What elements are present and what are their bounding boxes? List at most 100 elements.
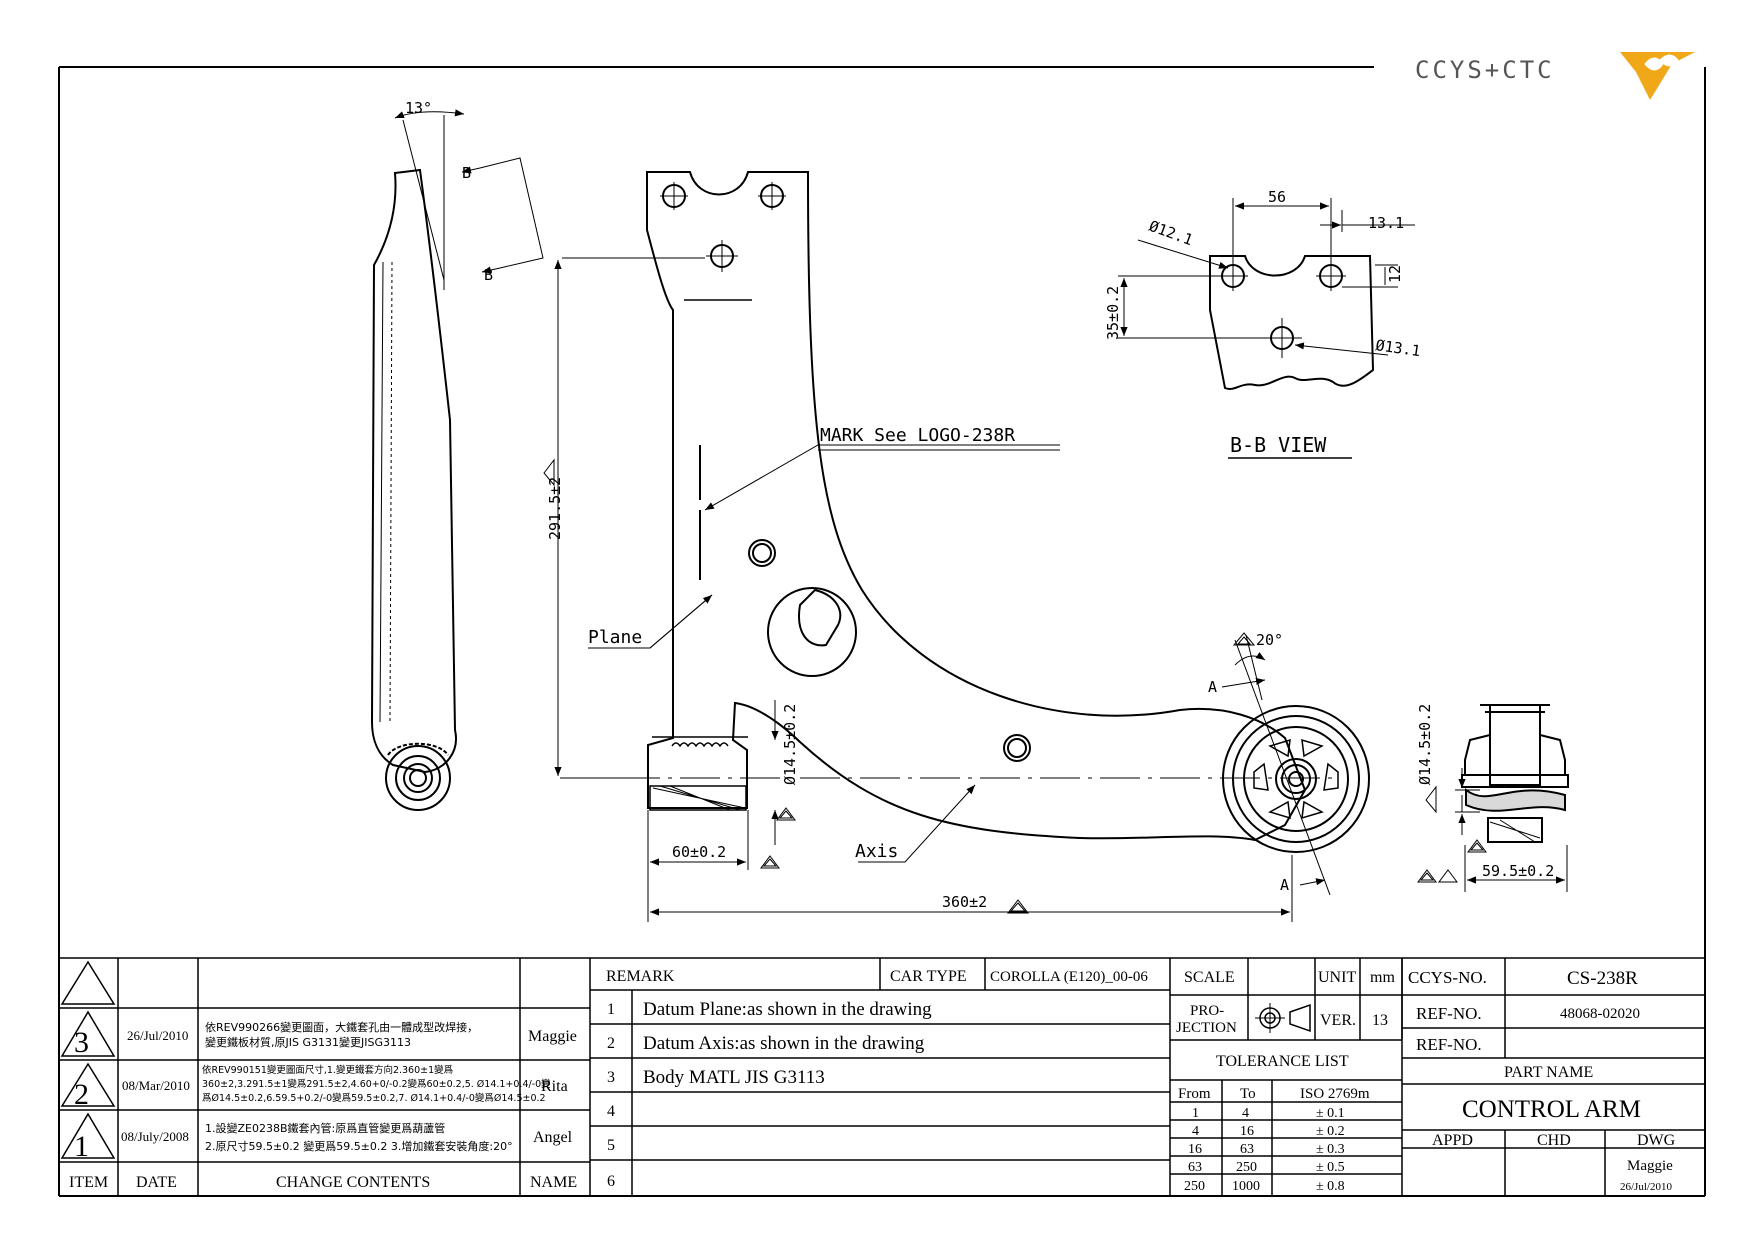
remark-no-2: 2	[607, 1035, 615, 1052]
section-a-bottom-label: A	[1280, 876, 1289, 894]
bb-view-title: B-B VIEW	[1230, 433, 1327, 457]
rev1-line1: 1.設變ZE0238B鐵套內管:原爲直管變更爲葫蘆管	[205, 1121, 445, 1135]
title-block-lines	[59, 957, 1705, 1196]
rev2-line1: 依REV990151變更圖面尺寸,1.變更鐵套方向2.360±1變爲	[202, 1064, 453, 1076]
tol-header-to: To	[1240, 1086, 1256, 1102]
plane-label: Plane	[588, 627, 642, 648]
tol-row3-to: 63	[1240, 1142, 1254, 1157]
dim-360-label: 360±2	[942, 893, 987, 911]
ccys-label: CCYS-NO.	[1408, 968, 1487, 987]
rev1-item: 1	[74, 1130, 89, 1163]
section-a-top-label: A	[1208, 678, 1217, 696]
ref1-label: REF-NO.	[1416, 1004, 1482, 1023]
part-info-block: CCYS-NO. CS-238R REF-NO. 48068-02020 REF…	[1408, 968, 1676, 1193]
angle-20-label: 20°	[1256, 631, 1283, 649]
bb-view	[1209, 255, 1375, 390]
remark-no-3: 3	[607, 1069, 615, 1086]
tol-row2-tol: ± 0.2	[1316, 1124, 1345, 1139]
section-b-bottom-label: B	[484, 266, 493, 284]
tol-row1-to: 4	[1242, 1106, 1249, 1121]
bushing-section-view	[1461, 704, 1569, 843]
rev2-name: Rita	[541, 1078, 568, 1095]
tol-row5-tol: ± 0.8	[1316, 1179, 1345, 1194]
rev3-line2: 變更鐵板材質,原JIS G3131變更JISG3113	[205, 1035, 411, 1049]
company-logo: CCYS+CTC	[1415, 52, 1695, 100]
chd-label: CHD	[1537, 1132, 1571, 1149]
control-arm-front-view	[646, 171, 1370, 853]
car-type-label: CAR TYPE	[890, 968, 967, 985]
tol-row2-to: 16	[1240, 1124, 1254, 1139]
rev-header-contents: CHANGE CONTENTS	[276, 1174, 430, 1191]
tol-row1-from: 1	[1192, 1106, 1199, 1121]
dwg-label: DWG	[1637, 1132, 1676, 1149]
rev1-date: 08/July/2008	[121, 1129, 189, 1144]
ref2-label: REF-NO.	[1416, 1035, 1482, 1054]
dim-291-label: 291.5±2	[546, 477, 564, 540]
logo-text: CCYS+CTC	[1415, 56, 1555, 84]
remark-no-5: 5	[607, 1137, 615, 1154]
logo-mark-icon	[1620, 52, 1695, 100]
projection-line1: PRO-	[1190, 1003, 1224, 1019]
remark-text-2: Datum Axis:as shown in the drawing	[643, 1033, 925, 1054]
ver-label: VER.	[1320, 1012, 1356, 1029]
tol-row4-tol: ± 0.5	[1316, 1160, 1345, 1175]
rev1-line2: 2.原尺寸59.5±0.2 變更爲59.5±0.2 3.增加鐵套安裝角度:20°	[205, 1139, 513, 1153]
bb-dim-35-label: 35±0.2	[1104, 286, 1122, 340]
tolerance-table: TOLERANCE LIST From To ISO 2769m 1 4 ± 0…	[1178, 1053, 1370, 1194]
rev-header-name: NAME	[530, 1174, 577, 1191]
part-name-value: CONTROL ARM	[1462, 1096, 1641, 1123]
ver-value: 13	[1372, 1012, 1388, 1029]
bb-dimensions	[1118, 198, 1415, 459]
bushing-section-dims	[1417, 768, 1568, 892]
dwg-value: Maggie	[1627, 1158, 1673, 1174]
section-b-top-label: B	[462, 164, 471, 182]
tol-row5-to: 1000	[1232, 1179, 1260, 1194]
remark-no-6: 6	[607, 1173, 615, 1190]
appd-label: APPD	[1432, 1132, 1473, 1149]
remark-no-1: 1	[607, 1001, 615, 1018]
rev3-name: Maggie	[528, 1028, 577, 1045]
tolerance-title: TOLERANCE LIST	[1216, 1053, 1349, 1070]
remark-text-1: Datum Plane:as shown in the drawing	[643, 999, 932, 1020]
unit-value: mm	[1370, 969, 1395, 986]
rev2-date: 08/Mar/2010	[122, 1078, 190, 1093]
tol-row3-from: 16	[1188, 1142, 1202, 1157]
bb-dim-12-label: 12	[1386, 265, 1404, 283]
rev-header-date: DATE	[136, 1174, 177, 1191]
angle-13-label: 13°	[405, 99, 432, 117]
tol-row4-from: 63	[1188, 1160, 1202, 1175]
rev2-line3: 爲Ø14.5±0.2,6.59.5+0.2/-0變爲59.5±0.2,7. Ø1…	[202, 1092, 546, 1104]
spec-block: SCALE UNIT mm PRO- JECTION VER. 13	[1176, 969, 1395, 1036]
rev2-line2: 360±2,3.291.5±1變爲291.5±2,4.60+0/-0.2變爲60…	[202, 1078, 551, 1090]
car-type-value: COROLLA (E120)_00-06	[990, 969, 1148, 985]
tol-header-from: From	[1178, 1086, 1211, 1102]
axis-label: Axis	[855, 841, 898, 862]
remark-text-3: Body MATL JIS G3113	[643, 1067, 825, 1088]
dwg-date: 26/Jul/2010	[1620, 1181, 1672, 1193]
tol-row2-from: 4	[1192, 1124, 1199, 1139]
dim-60-label: 60±0.2	[672, 843, 726, 861]
tol-row4-to: 250	[1236, 1160, 1257, 1175]
unit-label: UNIT	[1318, 969, 1356, 986]
bb-dim-121-label: Ø12.1	[1147, 217, 1196, 249]
tol-row3-tol: ± 0.3	[1316, 1142, 1345, 1157]
rev3-date: 26/Jul/2010	[127, 1028, 188, 1043]
revision-table: 3 26/Jul/2010 依REV990266變更圖面，大鐵套孔由一體成型改焊…	[69, 1020, 577, 1191]
tol-row1-tol: ± 0.1	[1316, 1106, 1345, 1121]
remark-table: REMARK CAR TYPE COROLLA (E120)_00-06 1 D…	[606, 968, 1148, 1190]
part-name-label: PART NAME	[1504, 1064, 1593, 1081]
mark-label: MARK See LOGO-238R	[820, 425, 1015, 446]
projection-line2: JECTION	[1176, 1020, 1237, 1036]
right-dim-145-label: Ø14.5±0.2	[1416, 704, 1434, 785]
scale-label: SCALE	[1184, 969, 1235, 986]
tol-row5-from: 250	[1184, 1179, 1205, 1194]
remark-no-4: 4	[607, 1103, 615, 1120]
tol-header-iso: ISO 2769m	[1300, 1086, 1370, 1102]
rev3-item: 3	[74, 1026, 89, 1059]
rev2-item: 2	[74, 1078, 89, 1111]
bb-dim-131-bot-label: Ø13.1	[1374, 336, 1421, 360]
rev-header-item: ITEM	[69, 1174, 108, 1191]
bb-dim-131-top-label: 13.1	[1368, 214, 1404, 232]
main-dimensions	[543, 257, 1331, 922]
